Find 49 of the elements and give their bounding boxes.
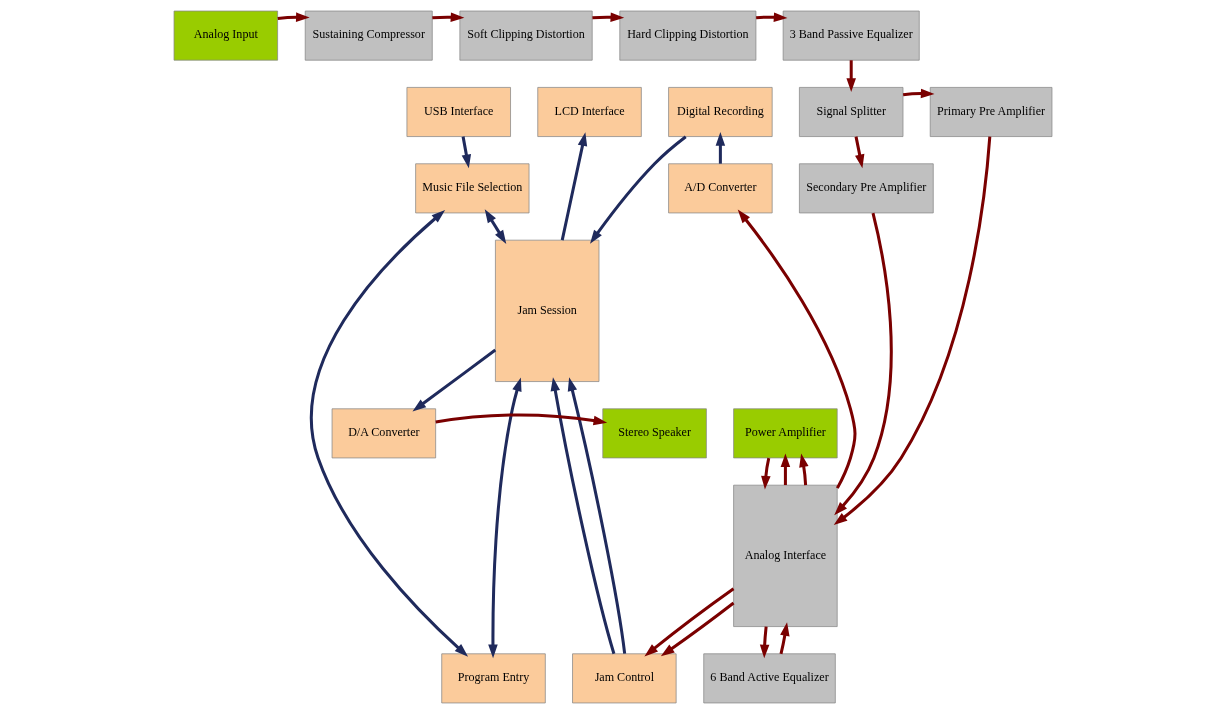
- node-box: LCD Interface: [537, 87, 642, 137]
- arrow: [759, 626, 770, 659]
- arrow: [756, 12, 788, 22]
- arrow: [902, 88, 935, 99]
- node-box: Analog Input: [173, 10, 278, 61]
- arrow: [461, 136, 472, 169]
- node-box: Stereo Speaker: [602, 408, 707, 459]
- node-box: Power Amplifier: [733, 408, 838, 459]
- arrow: [799, 453, 809, 486]
- arrow: [780, 453, 791, 486]
- arrow: [435, 413, 608, 426]
- arrow: [779, 622, 790, 655]
- node-box: Sustaining Compressor: [304, 10, 433, 61]
- node-box: Program Entry: [441, 653, 546, 704]
- node-box: 6 Band Active Equalizer: [703, 653, 836, 704]
- arrow: [592, 12, 625, 22]
- arrow: [310, 210, 469, 657]
- arrow: [560, 132, 588, 241]
- node-box: USB Interface: [406, 87, 511, 137]
- arrow: [412, 348, 497, 412]
- node-box: Analog Interface: [733, 484, 838, 627]
- arrow: [737, 209, 857, 489]
- arrow: [846, 60, 856, 92]
- node-box: D/A Converter: [331, 408, 437, 459]
- node-box: 3 Band Passive Equalizer: [782, 10, 920, 61]
- node-box: Primary Pre Amplifier: [929, 87, 1053, 137]
- arrow: [567, 377, 627, 654]
- arrow: [854, 136, 865, 169]
- node-box: Music File Selection: [415, 163, 530, 214]
- node-box: Jam Session: [495, 239, 600, 382]
- node-box: Secondary Pre Amplifier: [799, 163, 934, 214]
- node-box: Hard Clipping Distortion: [619, 10, 757, 61]
- arrow: [590, 135, 687, 244]
- arrow: [550, 377, 616, 655]
- node-box: Signal Splitter: [799, 87, 904, 137]
- node-box: Soft Clipping Distortion: [459, 10, 593, 61]
- node-box: A/D Converter: [668, 163, 773, 214]
- arrow: [644, 587, 735, 657]
- arrow: [660, 601, 735, 657]
- arrow: [277, 12, 310, 22]
- arrow: [715, 132, 726, 164]
- node-box: Digital Recording: [668, 87, 773, 137]
- arrow: [834, 212, 893, 516]
- arrow: [833, 136, 992, 526]
- arrow: [484, 209, 507, 244]
- arrow: [761, 457, 771, 490]
- node-box: Jam Control: [572, 653, 677, 704]
- arrow: [488, 377, 522, 659]
- arrow: [432, 12, 465, 22]
